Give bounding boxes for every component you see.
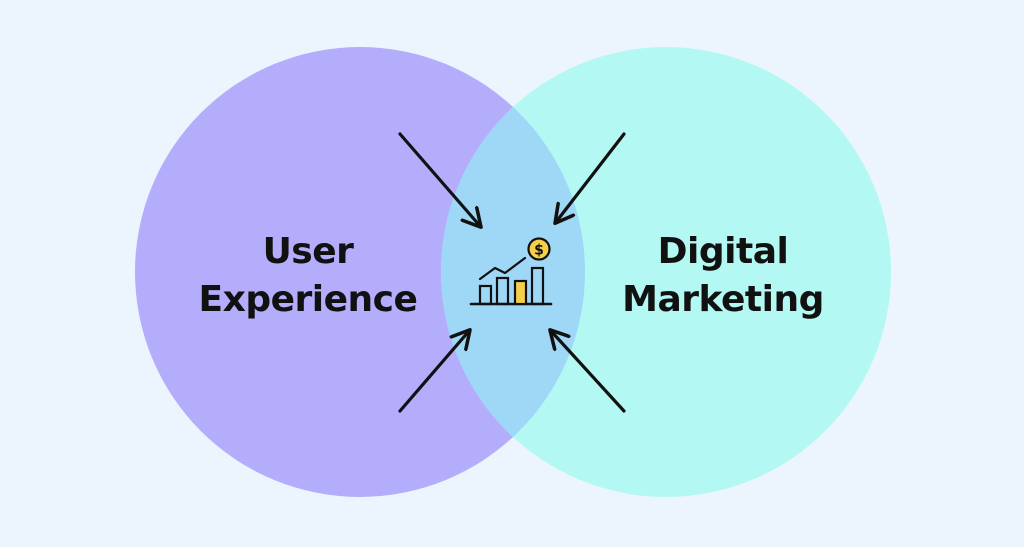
arrow-top-right bbox=[556, 132, 626, 222]
user-experience-label-line-2: Experience bbox=[198, 279, 418, 320]
user-experience-label: User Experience bbox=[168, 228, 448, 324]
growth-chart-dollar-icon: $ bbox=[469, 237, 553, 306]
digital-marketing-label: Digital Marketing bbox=[583, 228, 863, 324]
arrow-top-left bbox=[398, 132, 480, 226]
digital-marketing-label-line-2: Marketing bbox=[622, 279, 824, 320]
overlap-region bbox=[441, 47, 585, 497]
arrow-bottom-right bbox=[551, 331, 626, 413]
digital-marketing-label-line-1: Digital bbox=[657, 231, 789, 272]
arrow-bottom-left bbox=[398, 331, 469, 413]
svg-text:$: $ bbox=[534, 243, 544, 259]
user-experience-label-line-1: User bbox=[262, 231, 354, 272]
